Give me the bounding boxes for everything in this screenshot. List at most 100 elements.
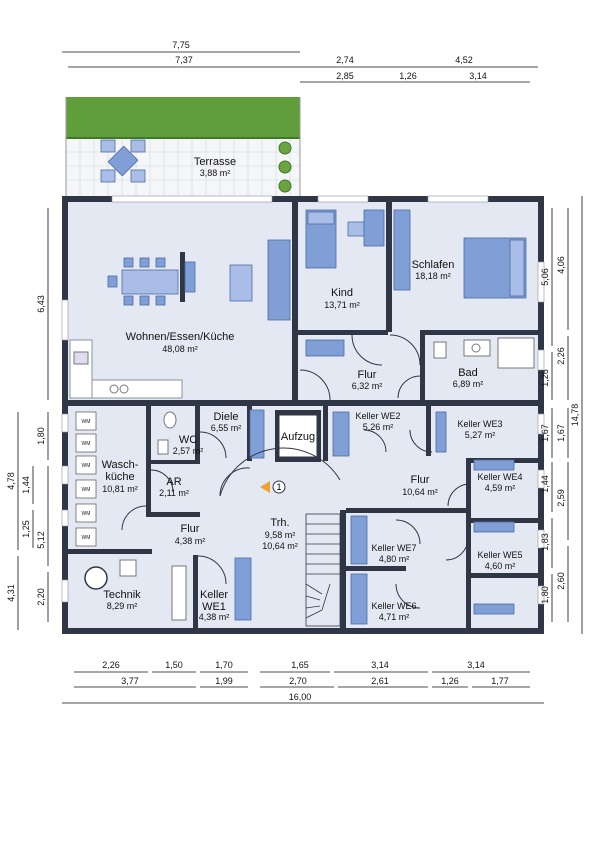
room-name-schlafen: Schlafen bbox=[412, 259, 455, 271]
dim-right-10: 2,59 bbox=[556, 489, 566, 507]
dim-bottom-1-2: 1,50 bbox=[165, 660, 183, 670]
dimensions-bottom: 2,26 1,50 1,70 1,65 3,14 3,14 3,77 1,99 … bbox=[62, 660, 544, 704]
sofa bbox=[267, 239, 291, 321]
dim-bottom-2-4: 2,61 bbox=[371, 676, 389, 686]
dim-bottom-2-6: 1,77 bbox=[491, 676, 509, 686]
kitchen-counter bbox=[69, 339, 93, 399]
room-name-keller-we1-1: Keller bbox=[200, 589, 228, 601]
dim-bottom-2-1: 3,77 bbox=[121, 676, 139, 686]
dim-top-2: 7,37 bbox=[175, 55, 193, 65]
dim-bottom-1-6: 3,14 bbox=[467, 660, 485, 670]
boiler bbox=[84, 566, 108, 590]
dim-top-6: 1,26 bbox=[399, 71, 417, 81]
room-name-bad: Bad bbox=[458, 367, 478, 379]
washing-machines: WM WM WM WM WM WM bbox=[75, 411, 97, 547]
room-area-schlafen: 18,18 m² bbox=[415, 271, 451, 281]
wm-label: WM bbox=[82, 463, 91, 469]
dim-top-4: 4,52 bbox=[455, 55, 473, 65]
room-name-ar: AR bbox=[166, 476, 181, 488]
dim-bottom-1-1: 2,26 bbox=[102, 660, 120, 670]
room-name-diele: Diele bbox=[213, 411, 238, 423]
wm-label: WM bbox=[82, 487, 91, 493]
dim-top-3: 2,74 bbox=[336, 55, 354, 65]
room-name-kind: Kind bbox=[331, 287, 353, 299]
dim-top-7: 3,14 bbox=[469, 71, 487, 81]
room-area-keller-we4: 4,59 m² bbox=[485, 483, 516, 493]
room-area-waschkueche: 10,81 m² bbox=[102, 484, 138, 494]
terrace-table bbox=[100, 139, 146, 183]
dim-left-1: 6,43 bbox=[36, 295, 46, 313]
dimensions-left: 6,43 4,78 4,31 1,80 1,44 1,25 5,12 2,20 bbox=[6, 208, 49, 630]
wm-label: WM bbox=[82, 511, 91, 517]
dim-right-5: 1,83 bbox=[540, 533, 550, 551]
room-area-keller-we1: 4,38 m² bbox=[199, 612, 230, 622]
dim-right-8: 2,26 bbox=[556, 347, 566, 365]
dim-bottom-2-5: 1,26 bbox=[441, 676, 459, 686]
room-name-keller-we1-2: WE1 bbox=[202, 601, 226, 613]
room-area-trh-1: 9,58 m² bbox=[265, 530, 296, 540]
dim-bottom-1-5: 3,14 bbox=[371, 660, 389, 670]
dim-top-1: 7,75 bbox=[172, 40, 190, 50]
dim-right-4: 1,44 bbox=[540, 475, 550, 493]
wm-label: WM bbox=[82, 441, 91, 447]
furniture bbox=[69, 209, 535, 627]
room-name-aufzug: Aufzug bbox=[281, 431, 315, 443]
dimensions-top: 7,75 7,37 2,74 4,52 2,85 1,26 3,14 bbox=[62, 40, 538, 83]
room-name-wc: WC bbox=[179, 434, 197, 446]
dim-left-4: 1,80 bbox=[36, 427, 46, 445]
terrace: Terrasse 3,88 m² bbox=[65, 97, 301, 196]
hedge bbox=[66, 97, 300, 137]
windows bbox=[61, 195, 545, 605]
dim-left-3: 4,31 bbox=[6, 584, 16, 602]
room-area-keller-we6: 4,71 m² bbox=[379, 612, 410, 622]
room-name-technik: Technik bbox=[103, 589, 141, 601]
room-name-keller-we3: Keller WE3 bbox=[457, 419, 502, 429]
dim-bottom-2-3: 2,70 bbox=[289, 676, 307, 686]
room-name-waschkueche-2: küche bbox=[105, 471, 134, 483]
room-name-keller-we4: Keller WE4 bbox=[477, 472, 522, 482]
room-area-diele: 6,55 m² bbox=[211, 423, 242, 433]
dim-top-5: 2,85 bbox=[336, 71, 354, 81]
dining-table bbox=[121, 269, 179, 295]
dim-left-8: 2,20 bbox=[36, 588, 46, 606]
viewpoint-marker: 1 bbox=[260, 480, 286, 494]
room-area-flur-top: 6,32 m² bbox=[352, 381, 383, 391]
dim-left-7: 5,12 bbox=[36, 531, 46, 549]
room-name-terrasse: Terrasse bbox=[194, 156, 236, 168]
room-area-ar: 2,11 m² bbox=[159, 488, 189, 498]
room-area-keller-we5: 4,60 m² bbox=[485, 561, 516, 571]
elevator: Aufzug bbox=[276, 412, 320, 460]
dim-bottom-total: 16,00 bbox=[289, 692, 312, 702]
dim-right-11: 2,60 bbox=[556, 572, 566, 590]
room-name-wohnen: Wohnen/Essen/Küche bbox=[126, 331, 235, 343]
dim-right-9: 1,67 bbox=[556, 424, 566, 442]
dim-left-6: 1,25 bbox=[21, 520, 31, 538]
staircase bbox=[305, 513, 341, 627]
wm-label: WM bbox=[82, 535, 91, 541]
dimensions-right: 5,06 1,26 1,67 1,44 1,83 1,80 4,06 2,26 … bbox=[540, 196, 583, 634]
room-name-keller-we2: Keller WE2 bbox=[355, 411, 400, 421]
dim-bottom-1-4: 1,65 bbox=[291, 660, 309, 670]
room-area-flur-right: 10,64 m² bbox=[402, 487, 438, 497]
room-area-keller-we2: 5,26 m² bbox=[363, 422, 394, 432]
dim-right-1: 5,06 bbox=[540, 268, 550, 286]
plant-icon bbox=[278, 141, 292, 193]
room-area-trh-2: 10,64 m² bbox=[262, 541, 298, 551]
room-area-flur-left: 4,38 m² bbox=[175, 536, 206, 546]
dim-right-7: 4,06 bbox=[556, 256, 566, 274]
dim-right-6: 1,80 bbox=[540, 586, 550, 604]
room-area-wohnen: 48,08 m² bbox=[162, 344, 198, 354]
dim-bottom-1-3: 1,70 bbox=[215, 660, 233, 670]
room-name-flur-right: Flur bbox=[411, 474, 430, 486]
room-area-wc: 2,57 m² bbox=[173, 446, 204, 456]
room-area-terrasse: 3,88 m² bbox=[200, 168, 231, 178]
dim-right-total: 14,78 bbox=[570, 404, 580, 427]
room-name-keller-we6: Keller WE6 bbox=[371, 601, 416, 611]
dim-left-2: 4,78 bbox=[6, 472, 16, 490]
room-name-flur-left: Flur bbox=[181, 523, 200, 535]
room-area-technik: 8,29 m² bbox=[107, 601, 138, 611]
wm-label: WM bbox=[82, 419, 91, 425]
room-area-keller-we3: 5,27 m² bbox=[465, 430, 496, 440]
bathtub bbox=[497, 337, 535, 369]
viewpoint-number: 1 bbox=[276, 482, 281, 492]
